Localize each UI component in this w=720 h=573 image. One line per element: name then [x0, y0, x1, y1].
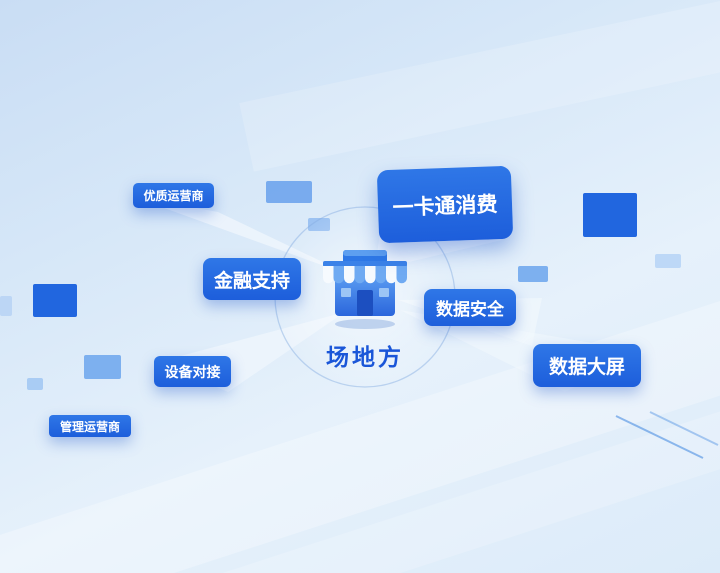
feature-chip-financial-support[interactable]: 金融支持: [203, 258, 301, 300]
feature-chip-onecard-payment[interactable]: 一卡通消费: [376, 165, 514, 244]
decor-rect: [27, 378, 43, 390]
decor-rect: [583, 193, 637, 237]
feature-chip-premium-operators[interactable]: 优质运营商: [133, 183, 214, 208]
accent-line: [649, 411, 719, 446]
decor-rect: [84, 355, 121, 379]
decor-rect: [308, 218, 330, 231]
decor-rect: [0, 296, 12, 316]
decor-rect: [518, 266, 548, 282]
storefront-icon: [323, 250, 407, 329]
feature-chip-managed-operators[interactable]: 管理运营商: [49, 415, 131, 437]
background-streak: [0, 382, 720, 573]
decor-rect: [266, 181, 312, 203]
background-streak: [239, 0, 720, 172]
decor-rect: [33, 284, 77, 317]
feature-chip-data-security[interactable]: 数据安全: [424, 289, 516, 326]
center-label: 场地方: [326, 344, 404, 370]
center-node: 场地方: [300, 244, 430, 372]
decor-rect: [655, 254, 681, 268]
accent-line: [615, 415, 704, 459]
feature-chip-data-dashboard[interactable]: 数据大屏: [533, 344, 641, 387]
feature-chip-device-integration[interactable]: 设备对接: [154, 356, 231, 387]
